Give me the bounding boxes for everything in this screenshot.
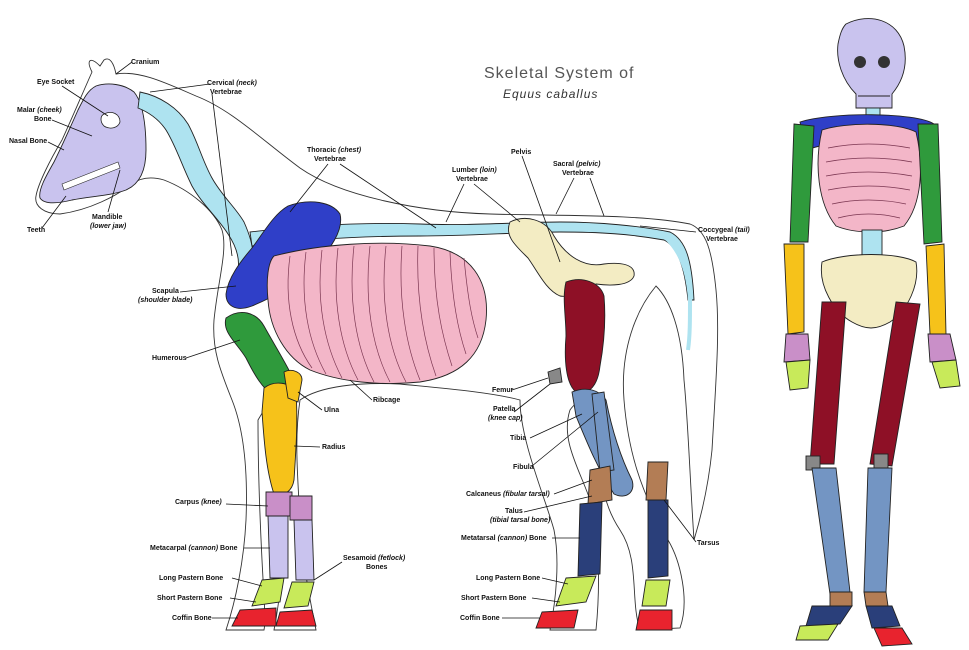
label-malar: Malar (cheek) [17, 107, 62, 114]
horse-carpus [266, 492, 292, 516]
label-short-pastern-hind: Short Pastern Bone [461, 595, 526, 602]
horse-skeleton [36, 59, 718, 630]
label-patella: Patella [493, 406, 516, 413]
label-fibula: Fibula [513, 464, 534, 471]
label-coffin-hind: Coffin Bone [460, 615, 500, 622]
human-fingers-left [786, 360, 810, 390]
label-mandible-2: (lower jaw) [90, 223, 127, 230]
label-long-pastern-hind: Long Pastern Bone [476, 575, 540, 582]
label-patella-2: (knee cap) [488, 415, 523, 422]
human-humerus-right [918, 124, 942, 244]
label-sacral: Sacral (pelvic) [553, 161, 601, 168]
human-hand-left [784, 334, 810, 362]
label-metacarpal: Metacarpal (cannon) Bone [150, 545, 238, 552]
label-talus-2: (tibial tarsal bone) [490, 517, 551, 524]
label-tarsus: Tarsus [697, 540, 720, 547]
label-short-pastern-front: Short Pastern Bone [157, 595, 222, 602]
label-nasal-bone: Nasal Bone [9, 138, 47, 145]
label-ribcage: Ribcage [373, 397, 400, 404]
horse-coffin-hind [536, 610, 578, 628]
human-eye-right [878, 56, 890, 68]
label-mandible: Mandible [92, 214, 122, 221]
label-lumbar: Lumber (loin) [452, 167, 497, 174]
horse-patella [548, 368, 562, 384]
label-cervical-2: Vertebrae [210, 89, 242, 96]
horse-coffin-hind-2 [636, 610, 672, 630]
human-foot-left [806, 606, 852, 626]
diagram-title: Skeletal System of Equus caballus [484, 65, 635, 101]
label-coccygeal: Coccygeal (tail) [698, 227, 750, 234]
label-carpus: Carpus (knee) [175, 499, 222, 506]
human-fingers-right [932, 360, 960, 388]
human-tibia-right [864, 468, 892, 592]
horse-metacarpal [268, 516, 288, 578]
label-coffin-front: Coffin Bone [172, 615, 212, 622]
horse-ribcage [267, 243, 486, 383]
label-coccygeal-2: Vertebrae [706, 236, 738, 243]
label-eye-socket: Eye Socket [37, 79, 75, 86]
label-pelvis: Pelvis [511, 149, 531, 156]
human-humerus-left [790, 124, 814, 242]
title-line-2: Equus caballus [503, 87, 598, 101]
horse-metacarpal-2 [294, 520, 314, 580]
label-thoracic: Thoracic (chest) [307, 147, 362, 154]
human-toes-right [874, 628, 912, 646]
label-thoracic-2: Vertebrae [314, 156, 346, 163]
horse-pastern-hind [556, 576, 596, 606]
label-long-pastern-front: Long Pastern Bone [159, 575, 223, 582]
human-ribcage [818, 124, 920, 232]
horse-coffin-front-2 [276, 610, 316, 626]
horse-hock-2 [646, 462, 668, 500]
human-femur-left [810, 302, 846, 464]
horse-pastern-front [252, 578, 284, 606]
label-femur: Femur [492, 387, 514, 394]
human-ankle-right [864, 592, 888, 606]
horse-metatarsal-2 [648, 500, 668, 578]
human-eye-left [854, 56, 866, 68]
human-forearm-left [784, 244, 804, 334]
horse-hock [588, 466, 612, 504]
label-metatarsal: Metatarsal (cannon) Bone [461, 535, 547, 542]
human-skeleton [784, 19, 960, 646]
horse-metatarsal [578, 502, 602, 576]
human-ankle-left [830, 592, 852, 606]
horse-carpus-2 [290, 496, 312, 520]
human-patella-right [874, 454, 888, 468]
horse-skull [40, 84, 146, 203]
horse-coffin-front [232, 608, 276, 626]
label-talus: Talus [505, 508, 523, 515]
label-humerous: Humerous [152, 355, 187, 362]
horse-pastern-front-2 [284, 582, 314, 608]
horse-eye-socket [101, 112, 120, 128]
label-sacral-2: Vertebrae [562, 170, 594, 177]
label-cervical: Cervical (neck) [207, 80, 257, 87]
human-hand-right [928, 334, 956, 362]
label-sesamoid: Sesamoid (fetlock) [343, 555, 406, 562]
horse-femur [564, 280, 605, 393]
label-radius: Radius [322, 444, 345, 451]
human-forearm-right [926, 244, 946, 334]
label-sesamoid-2: Bones [366, 564, 388, 571]
human-toes-left [796, 624, 838, 640]
label-tibia: Tibia [510, 435, 526, 442]
label-cranium: Cranium [131, 59, 159, 66]
human-tibia-left [812, 468, 850, 594]
title-line-1: Skeletal System of [484, 65, 635, 82]
label-scapula: Scapula [152, 288, 179, 295]
horse-pastern-hind-2 [642, 580, 670, 606]
label-malar-2: Bone [34, 116, 52, 123]
human-foot-right [866, 606, 900, 628]
human-skull [838, 19, 906, 108]
label-lumbar-2: Vertebrae [456, 176, 488, 183]
label-calcaneus: Calcaneus (fibular tarsal) [466, 491, 550, 498]
label-ulna: Ulna [324, 407, 339, 414]
label-scapula-2: (shoulder blade) [138, 297, 193, 304]
